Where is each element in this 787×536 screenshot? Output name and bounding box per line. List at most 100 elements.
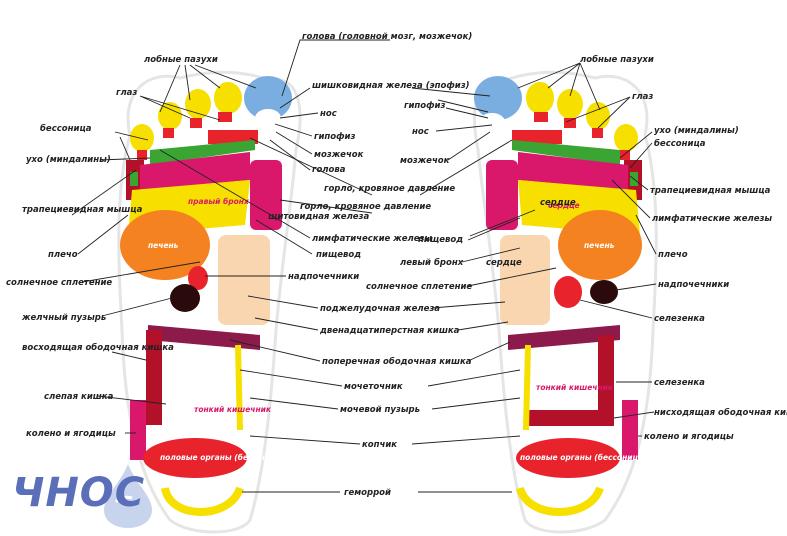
left-toe-4 xyxy=(158,102,182,130)
right-hemorrhoids xyxy=(516,486,604,516)
line-heart-r xyxy=(469,209,536,237)
label-cerebellum-right: мозжечок xyxy=(400,156,450,166)
right-descending-colon xyxy=(598,335,614,425)
left-transverse-colon xyxy=(148,325,260,350)
label-head2: голова xyxy=(312,165,346,175)
right-knee-zone xyxy=(622,400,638,460)
right-adrenal xyxy=(554,276,582,308)
line-nose xyxy=(279,112,319,119)
line-adrenal-r xyxy=(615,283,657,291)
zone-small-intestine-right: тонкий кишечник xyxy=(536,383,614,392)
left-small-intestine xyxy=(165,345,255,430)
right-spleen xyxy=(590,280,618,304)
line-solar-l xyxy=(81,261,201,283)
line-throat-r xyxy=(419,139,513,196)
line-pancreas xyxy=(247,295,319,309)
left-toe-2 xyxy=(214,82,242,114)
label-ureter: мочеточник xyxy=(344,382,403,392)
label-left-bronchus: левый бронх xyxy=(400,257,464,268)
line-pancreas-r xyxy=(431,301,506,309)
label-lymph-right: лимфатические железы xyxy=(652,214,772,224)
leader-lines xyxy=(71,39,657,493)
line-ear-l xyxy=(99,157,151,161)
right-transverse-colon xyxy=(508,325,620,350)
line-lymph xyxy=(159,149,311,239)
line-shoulder-l xyxy=(77,214,129,255)
line-insomnia-l xyxy=(114,131,149,161)
label-transverse: поперечная ободочная кишка xyxy=(322,356,472,367)
line-transverse-r xyxy=(467,341,511,362)
right-toe-2-red xyxy=(534,112,548,122)
left-thyroid-zone xyxy=(250,160,282,230)
line-cerebellum-r xyxy=(447,131,491,161)
label-lymph: лимфатические железы xyxy=(312,234,432,244)
label-esophagus-right: пищевод xyxy=(418,235,463,245)
label-nose: нос xyxy=(320,109,337,119)
line-spleen-r xyxy=(579,299,653,319)
line-duodenum-r xyxy=(457,321,509,331)
right-toe-3 xyxy=(557,89,583,119)
label-sinuses-left: лобные пазухи xyxy=(144,54,218,65)
line-eye-r xyxy=(565,96,631,129)
right-descending-colon-bottom xyxy=(528,410,614,426)
zone-right-bronchus: правый бронх xyxy=(188,197,250,206)
right-trapezius-band xyxy=(518,152,628,190)
label-shoulder-right: плечо xyxy=(658,250,688,260)
label-coccyx: копчик xyxy=(362,440,397,450)
right-liver xyxy=(558,210,642,280)
line-trapezius-l xyxy=(71,169,137,216)
label-trapezius-left: трапециевидная мышца xyxy=(22,205,143,215)
label-adrenal-right: надпочечники xyxy=(658,280,729,290)
label-duodenum: двенадцатиперстная кишка xyxy=(319,326,460,336)
label-sinuses-right: лобные пазухи xyxy=(580,54,654,65)
line-duodenum xyxy=(254,317,319,331)
line-sinuses-r xyxy=(517,62,601,111)
line-nose-r xyxy=(435,124,493,132)
left-toe-5 xyxy=(130,124,154,152)
line-pituitary-r xyxy=(445,107,489,119)
label-cerebellum: мозжечок xyxy=(314,150,364,160)
label-heart2-right: сердце xyxy=(486,258,522,268)
label-eye-right: глаз xyxy=(632,92,653,102)
label-cecum-left: слепая кишка xyxy=(44,392,114,402)
logo-drop-icon xyxy=(104,464,152,528)
left-toe-4-red xyxy=(163,128,174,138)
line-ureter-r xyxy=(427,369,521,387)
right-toe-2 xyxy=(526,82,554,114)
left-toe-2-red xyxy=(218,112,232,122)
left-genitals xyxy=(143,438,247,478)
right-toe-1-core xyxy=(479,113,505,131)
line-bladder-r xyxy=(431,397,521,410)
left-knee-zone xyxy=(130,400,146,460)
left-adrenal xyxy=(188,266,208,290)
right-foot xyxy=(473,70,658,534)
left-gallbladder xyxy=(170,284,200,312)
zone-liver-right: печень xyxy=(584,241,615,250)
label-throat: горло, кровяное давление xyxy=(324,184,455,194)
label-insomnia-left: бессоница xyxy=(40,123,92,134)
line-cecum-l xyxy=(97,395,167,405)
line-pineal xyxy=(279,87,311,109)
left-ear-green xyxy=(130,172,138,186)
right-toe-3-red xyxy=(564,118,576,128)
label-head: голова (головной мозг, мозжечок) xyxy=(302,32,472,42)
line-bronchus-r xyxy=(461,247,521,263)
label-bladder: мочевой пузырь xyxy=(340,405,420,415)
line-solar-r xyxy=(467,267,557,287)
line-head2 xyxy=(269,139,311,171)
zone-genitals-right: половые органы (бессоница) xyxy=(520,453,647,462)
label-ear-right: ухо (миндалины) xyxy=(654,126,739,136)
label-spleen-right: селезенка xyxy=(654,314,705,324)
line-shoulder-r xyxy=(635,214,657,255)
line-thyroid xyxy=(279,199,373,214)
label-spleen2-right: селезенка xyxy=(654,378,705,388)
right-green-strip xyxy=(512,140,620,165)
label-trapezius-right: трапециевидная мышца xyxy=(650,186,771,196)
label-ascending-left: восходящая ободочная кишка xyxy=(22,342,174,353)
label-shoulder-left: плечо xyxy=(48,250,78,260)
zone-small-intestine-left: тонкий кишечник xyxy=(194,405,272,414)
line-pituitary xyxy=(274,123,313,137)
line-esophagus-r xyxy=(467,217,521,241)
right-genitals xyxy=(516,438,620,478)
